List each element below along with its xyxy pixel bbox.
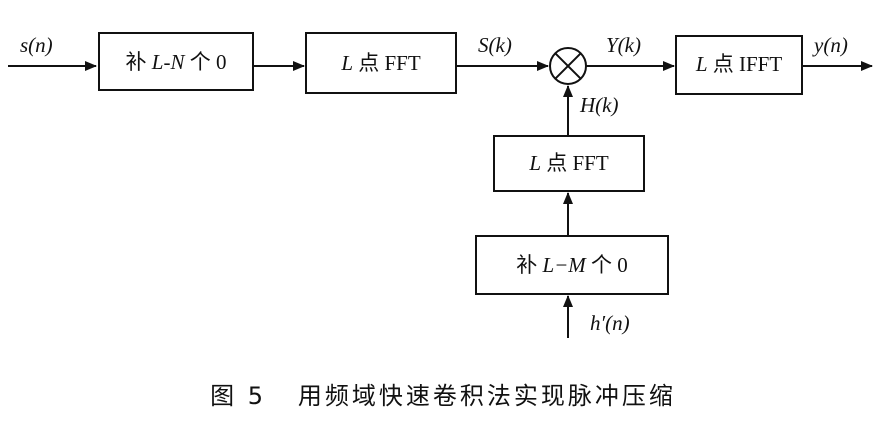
- figure-title: 用频域快速卷积法实现脉冲压缩: [297, 382, 676, 410]
- label-filter-input: h′(n): [590, 311, 630, 335]
- block-fft-signal: L 点 FFT: [305, 32, 457, 94]
- svg-text:补 L−M 个 0: 补 L−M 个 0: [516, 253, 628, 277]
- svg-text:补 L-N 个 0: 补 L-N 个 0: [126, 50, 227, 74]
- multiplier-node: [549, 47, 587, 85]
- label-spectrum: S(k): [478, 33, 512, 57]
- block-ifft: L 点 IFFT: [675, 35, 803, 95]
- label-input-signal: s(n): [20, 33, 53, 57]
- figure-number: 图 5: [210, 382, 266, 410]
- block-fft-filter: L 点 FFT: [493, 135, 645, 192]
- figure-caption: 图 5 用频域快速卷积法实现脉冲压缩: [0, 376, 886, 411]
- svg-text:L 点 FFT: L 点 FFT: [340, 51, 421, 75]
- label-product: Y(k): [606, 33, 641, 57]
- block-diagram: s(n) 补 L-N 个 0 L 点 FFT S(k) Y(k) L 点 IFF…: [8, 32, 873, 338]
- svg-text:L 点 IFFT: L 点 IFFT: [695, 52, 783, 76]
- block-pad-filter: 补 L−M 个 0: [475, 235, 669, 295]
- block-pad-signal: 补 L-N 个 0: [98, 32, 254, 91]
- svg-text:L 点 FFT: L 点 FFT: [528, 151, 609, 175]
- label-output-signal: y(n): [812, 33, 848, 57]
- label-filter-spectrum: H(k): [579, 93, 618, 117]
